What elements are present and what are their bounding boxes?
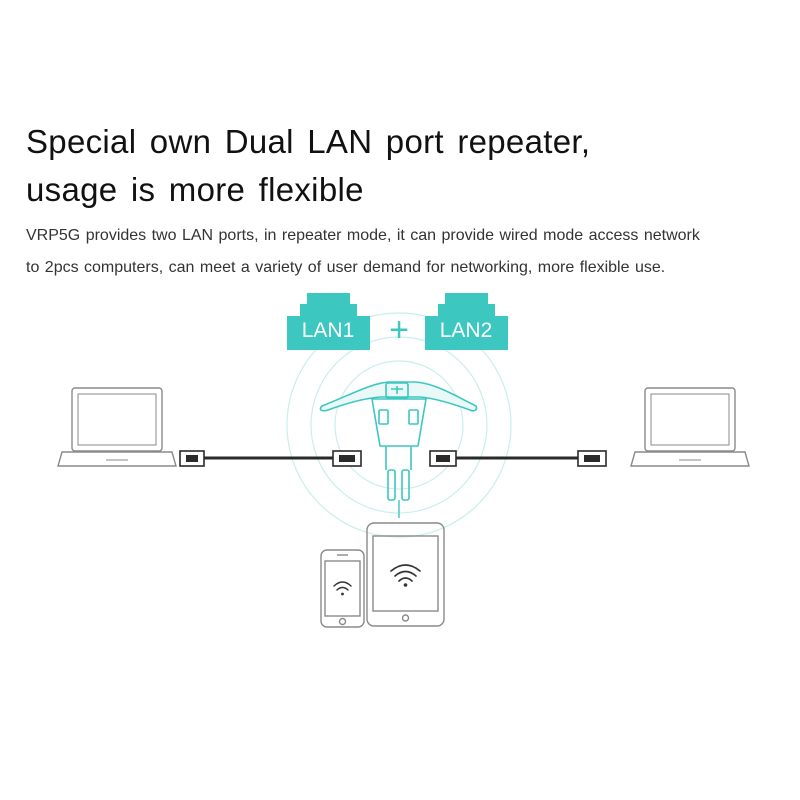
headline: Special own Dual LAN port repeater, usag… (26, 118, 786, 214)
network-diagram: LAN1 + LAN2 (57, 293, 750, 628)
headline-line-1: Special own Dual LAN port repeater, (26, 123, 591, 160)
description-line-2: to 2pcs computers, can meet a variety of… (26, 259, 666, 276)
ethernet-cable-right (429, 450, 607, 467)
lan2-port-icon: LAN2 (425, 293, 508, 350)
plus-sign: + (389, 311, 409, 349)
lan1-port-icon: LAN1 (287, 293, 370, 350)
lan1-label: LAN1 (302, 319, 355, 342)
description: VRP5G provides two LAN ports, in repeate… (26, 220, 796, 284)
tablet-icon (366, 522, 445, 627)
repeater-icon (319, 381, 478, 518)
smartphone-icon (320, 549, 365, 628)
ethernet-cable-left (179, 450, 362, 467)
wifi-icon (333, 581, 352, 596)
description-line-1: VRP5G provides two LAN ports, in repeate… (26, 227, 700, 244)
wifi-icon (390, 564, 421, 587)
laptop-icon (630, 387, 750, 467)
headline-line-2: usage is more flexible (26, 171, 364, 208)
laptop-icon (57, 387, 177, 467)
lan2-label: LAN2 (440, 319, 493, 342)
